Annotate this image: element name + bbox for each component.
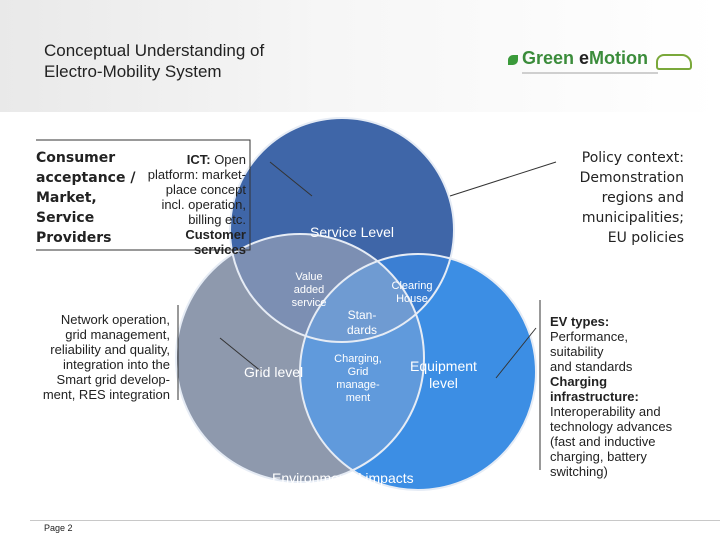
ict-line-5: billing etc.	[188, 212, 246, 227]
charging-grid-line-2: Grid	[347, 366, 369, 378]
charging-grid-line-1: Charging,	[334, 353, 382, 365]
service-level-label: Service Level	[310, 224, 395, 240]
standards-line-2: dards	[346, 323, 378, 337]
charging-line-3: (fast and inductive	[550, 434, 656, 449]
leaf-icon	[508, 55, 518, 65]
ict-line-3: place concept	[165, 182, 246, 197]
equipment-line-2: level	[429, 375, 458, 391]
policy-block: Policy context: Demonstration regions an…	[520, 148, 684, 248]
logo-underline	[522, 72, 658, 74]
ev-line-3: and standards	[550, 359, 633, 374]
equipment-level-label: Equipment level	[410, 358, 477, 392]
title-line-2: Electro-Mobility System	[44, 62, 222, 81]
charging-line-5: switching)	[550, 464, 608, 479]
callout-left-bottom-connector	[219, 337, 263, 373]
policy-line-3: regions and	[601, 190, 684, 206]
logo-green: Green	[522, 48, 580, 68]
consumer-line-5: Providers	[36, 230, 112, 246]
logo-e: e	[579, 48, 590, 68]
ev-line-1: Performance,	[550, 329, 629, 344]
clearing-line-1: Clearing	[391, 280, 433, 292]
consumer-line-1: Consumer	[36, 150, 116, 166]
policy-line-4: municipalities;	[581, 210, 684, 226]
charging-label-line-2: infrastructure:	[550, 389, 639, 404]
value-added-line-2: added	[293, 284, 325, 296]
ict-label: ICT:	[186, 152, 211, 167]
network-line-5: Smart grid develop-	[56, 372, 170, 387]
page-number: Page 2	[44, 523, 73, 533]
charging-label-line-1: Charging	[550, 374, 608, 389]
ict-block: ICT: Open platform: market- place concep…	[140, 152, 246, 257]
callout-left-top-connector	[269, 161, 313, 197]
network-line-1: Network operation,	[60, 312, 170, 327]
consumer-line-2: acceptance /	[36, 170, 136, 186]
policy-line-5: EU policies	[607, 230, 684, 246]
callout-left-top	[36, 139, 251, 251]
network-block: Network operation, grid management, reli…	[22, 312, 170, 402]
charging-line-1: Interoperability and	[550, 404, 661, 419]
ev-block: EV types: Performance, suitability and s…	[550, 314, 714, 479]
charging-grid-line-4: ment	[345, 392, 371, 404]
policy-line-1: Policy context:	[581, 150, 684, 166]
callout-right-bottom-connector	[495, 327, 537, 379]
ev-line-2: suitability	[550, 344, 604, 359]
equipment-line-1: Equipment	[410, 358, 477, 374]
consumer-block: Consumer acceptance / Market, Service Pr…	[36, 148, 135, 248]
network-line-3: reliability and quality,	[50, 342, 170, 357]
clearing-house-label: Clearing House	[382, 280, 442, 306]
value-added-label: Value added service	[280, 271, 338, 310]
header-band	[0, 0, 720, 112]
standards-label: Stan- dards	[340, 308, 384, 338]
value-added-line-1: Value	[295, 271, 323, 283]
footer-divider	[30, 520, 720, 521]
clearing-line-2: House	[396, 293, 428, 305]
ict-line-4: incl. operation,	[161, 197, 246, 212]
environmental-impacts-label: Environmental impacts	[272, 470, 414, 486]
standards-line-1: Stan-	[347, 308, 377, 322]
policy-line-2: Demonstration	[579, 170, 684, 186]
charging-grid-line-3: manage-	[336, 379, 380, 391]
customer-line-1: Customer	[185, 227, 246, 242]
grid-level-label: Grid level	[244, 364, 304, 380]
car-icon	[656, 54, 692, 70]
logo-text: Green eMotion	[522, 48, 648, 69]
charging-line-4: charging, battery	[550, 449, 647, 464]
consumer-line-3: Market,	[36, 190, 97, 206]
network-line-2: grid management,	[65, 327, 170, 342]
charging-line-2: technology advances	[550, 419, 673, 434]
title-line-1: Conceptual Understanding of	[44, 41, 265, 60]
charging-grid-label: Charging, Grid manage- ment	[328, 353, 388, 405]
ict-open: Open	[210, 152, 246, 167]
network-line-4: integration into the	[63, 357, 170, 372]
customer-line-2: services	[193, 242, 246, 257]
green-emotion-logo: Green eMotion	[508, 44, 694, 76]
slide-title: Conceptual Understanding of Electro-Mobi…	[44, 40, 264, 82]
consumer-line-4: Service	[36, 210, 95, 226]
value-added-line-3: service	[291, 297, 327, 309]
ict-line-1: ICT: Open	[140, 152, 246, 167]
network-line-6: ment, RES integration	[42, 387, 170, 402]
callout-right-top-connector	[449, 161, 557, 197]
ict-line-2: platform: market-	[147, 167, 246, 182]
logo-motion: Motion	[589, 48, 649, 68]
ev-types-label: EV types:	[550, 314, 610, 329]
